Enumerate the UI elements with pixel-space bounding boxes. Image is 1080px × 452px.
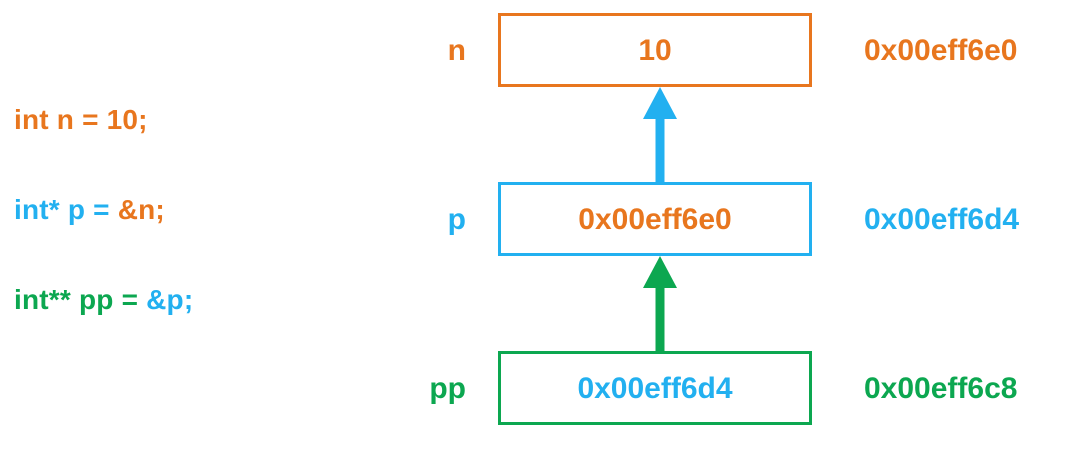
variable-label-n: n [447, 34, 466, 67]
memory-cell-n: 10 [498, 13, 812, 87]
code-line-declare-p: int* p = &n; [14, 194, 165, 226]
code-line-declare-pp: int** pp = &p; [14, 284, 193, 316]
memory-value-pp: 0x00eff6d4 [577, 372, 733, 405]
code-segment: int n = 10; [14, 104, 148, 135]
code-segment: int** pp = [14, 284, 147, 315]
memory-row-pp: pp 0x00eff6d4 0x00eff6c8 [0, 351, 1080, 427]
memory-value-n: 10 [638, 34, 672, 67]
address-label-pp: 0x00eff6c8 [864, 372, 1018, 405]
variable-label-pp: pp [429, 372, 466, 405]
address-label-p: 0x00eff6d4 [864, 203, 1020, 236]
memory-cell-pp: 0x00eff6d4 [498, 351, 812, 425]
memory-cell-p: 0x00eff6e0 [498, 182, 812, 256]
arrow-pp-points-to-p [643, 256, 677, 355]
memory-row-n: n 10 0x00eff6e0 [0, 13, 1080, 89]
address-label-n: 0x00eff6e0 [864, 34, 1018, 67]
arrow-p-points-to-n [643, 87, 677, 186]
code-segment: int* p = [14, 194, 118, 225]
code-segment: &p; [146, 284, 194, 315]
memory-row-p: p 0x00eff6e0 0x00eff6d4 [0, 182, 1080, 258]
code-line-declare-n: int n = 10; [14, 104, 148, 136]
memory-value-p: 0x00eff6e0 [578, 203, 732, 236]
code-segment: &n; [117, 194, 165, 225]
code-listing: int n = 10; int* p = &n; int** pp = &p; [14, 0, 384, 452]
variable-label-p: p [447, 203, 466, 236]
